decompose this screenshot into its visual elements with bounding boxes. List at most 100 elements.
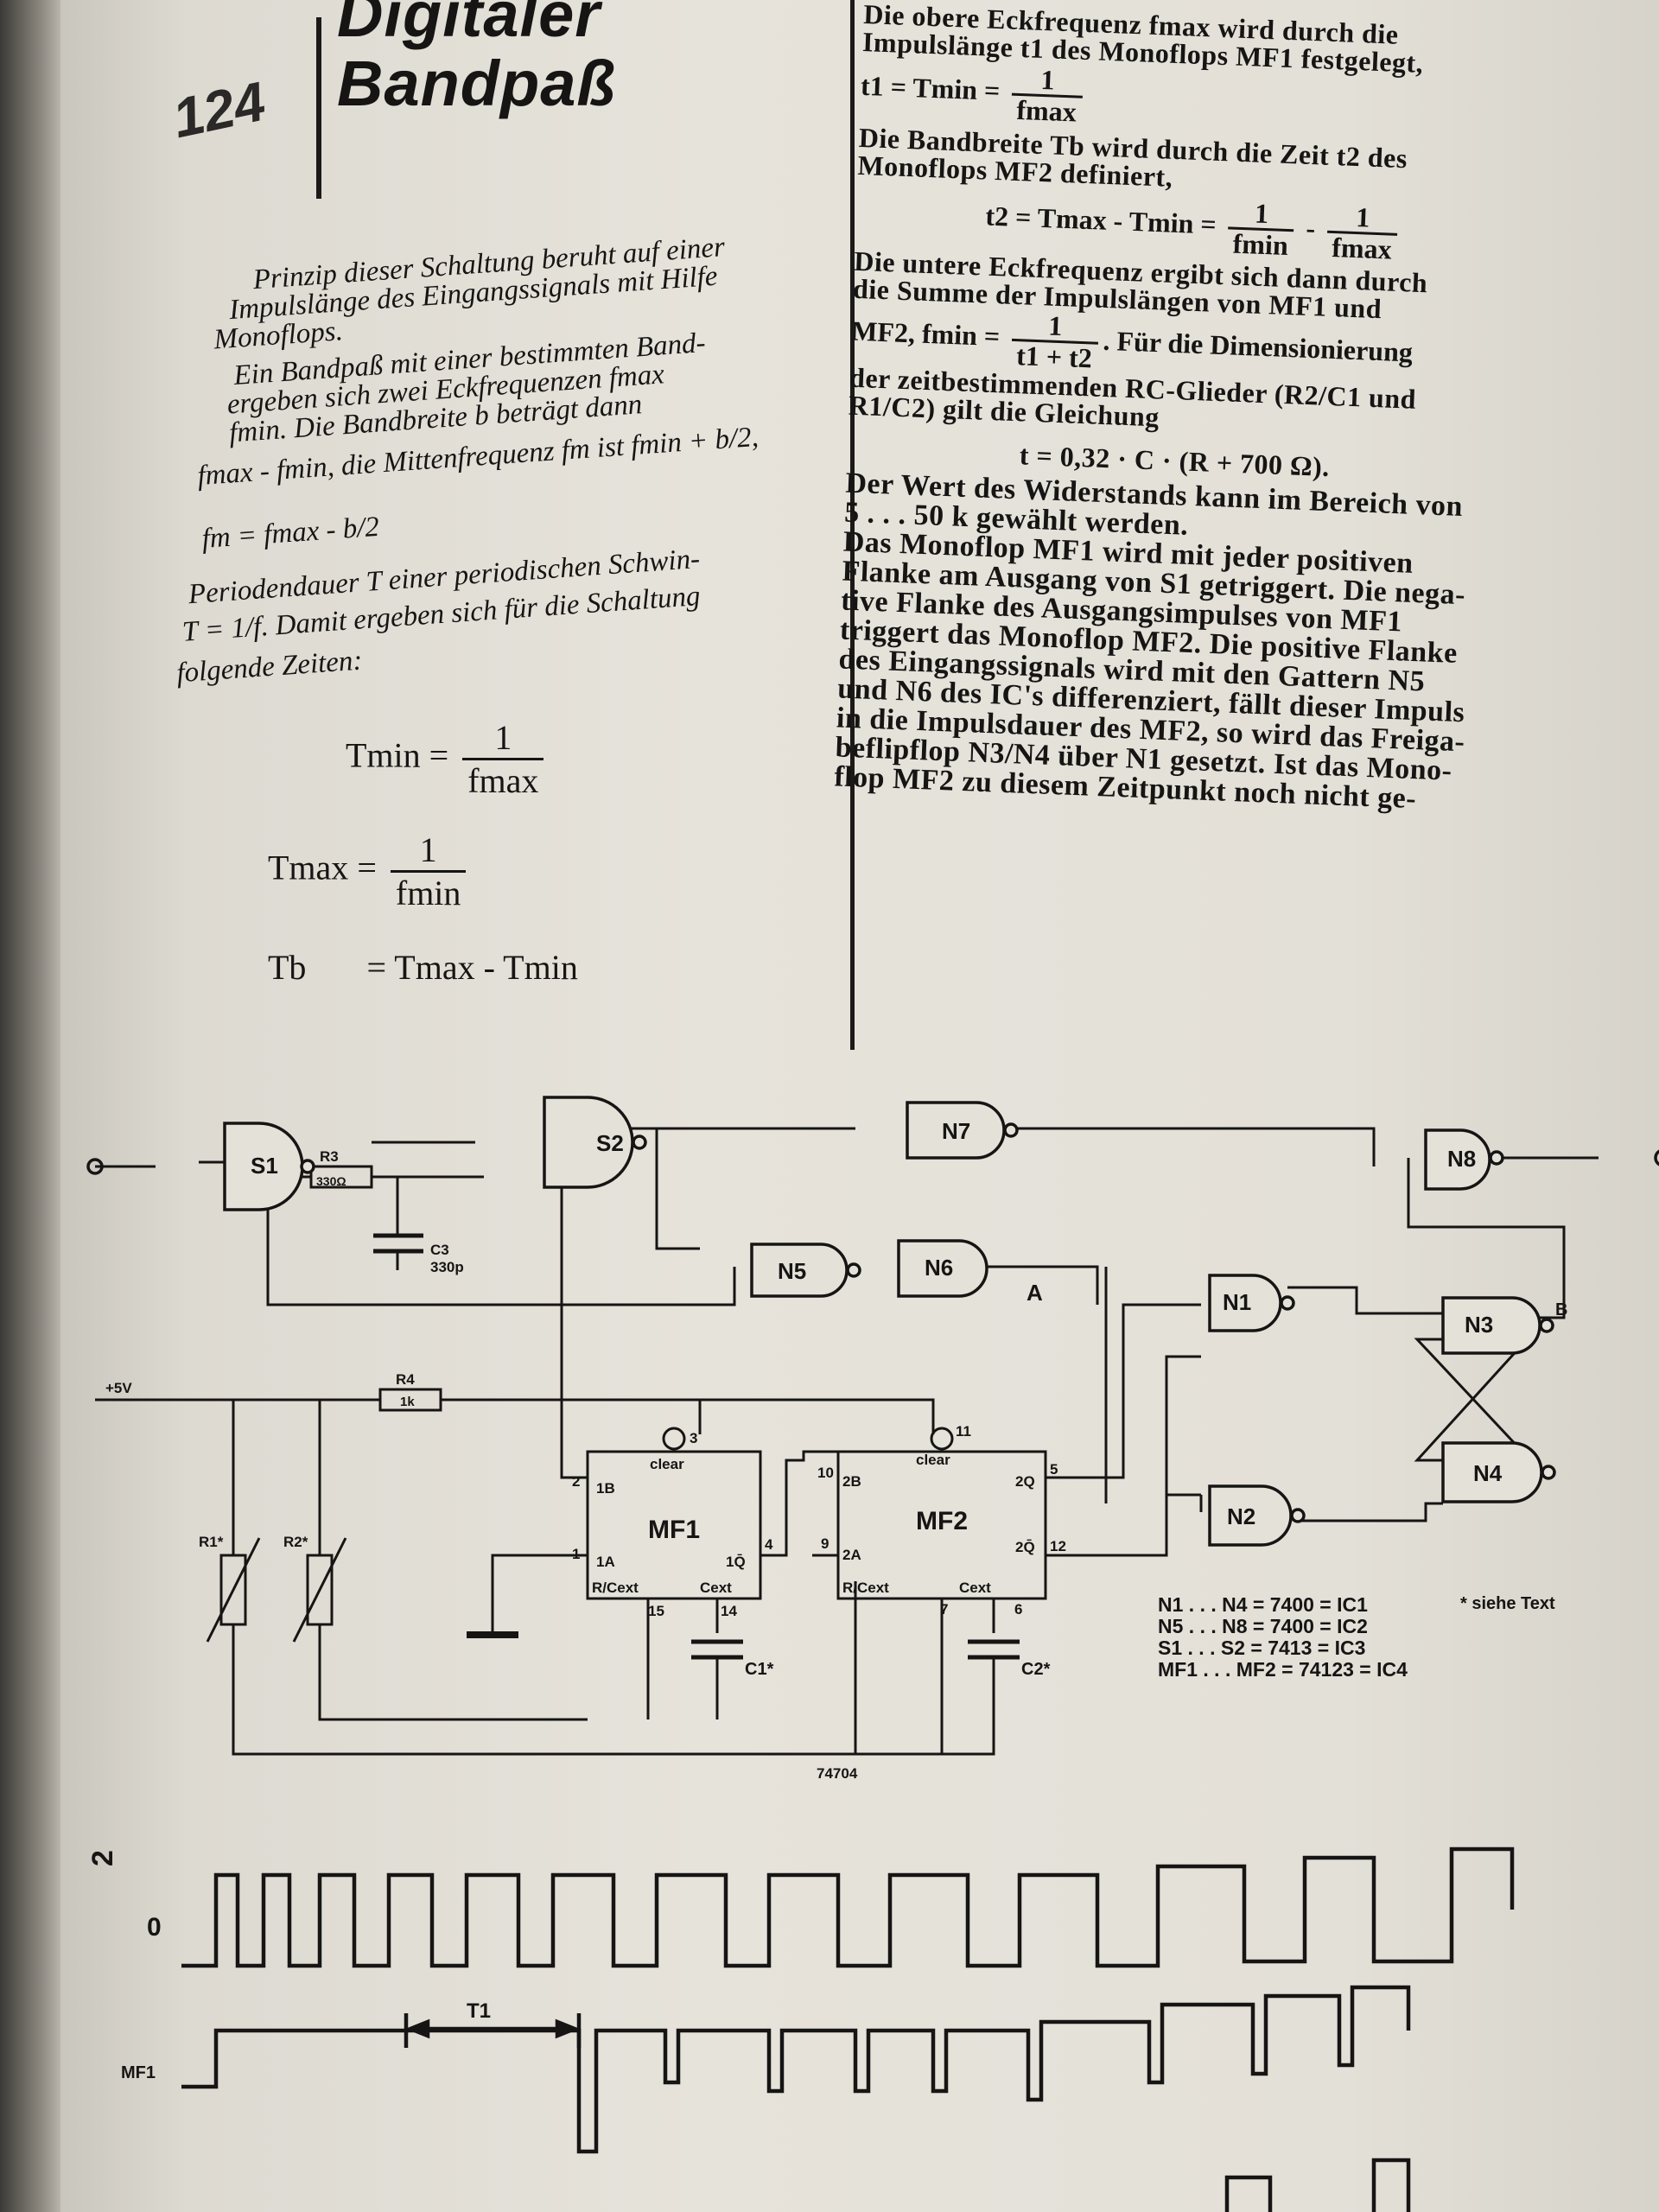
timing-diagram: 2 0 MF1 T1 <box>86 1847 1515 2212</box>
mf1-pin-1b: 1B <box>596 1480 615 1497</box>
label-r4-value: 1k <box>400 1395 415 1409</box>
label-c2: C2* <box>1021 1660 1051 1679</box>
mf2-p6: 6 <box>1014 1601 1022 1618</box>
timing-labels: 2 0 MF1 T1 <box>86 1850 491 2082</box>
mf2-pin-2a: 2A <box>842 1547 861 1563</box>
ic-list-note: * siehe Text <box>1460 1594 1555 1613</box>
label-n3: N3 <box>1465 1312 1493 1338</box>
mf1-pin-q: 1Q̄ <box>726 1554 746 1570</box>
mf1-clear: clear <box>650 1456 684 1472</box>
label-n5: N5 <box>778 1258 806 1284</box>
label-r3: R3 <box>320 1148 339 1165</box>
formula-tmin-label: Tmin <box>346 735 421 775</box>
formula-tb-rhs: = Tmax - Tmin <box>366 948 578 987</box>
label-r4: R4 <box>396 1371 415 1388</box>
mf1-waveform <box>181 1985 1411 2154</box>
label-n1: N1 <box>1223 1289 1251 1315</box>
label-node-b: B <box>1555 1300 1567 1319</box>
mf2-pin-2b: 2B <box>842 1473 861 1490</box>
mf2-pin-2qn: 2Q̄ <box>1015 1539 1035 1555</box>
mf1-pin-rc: R/Cext <box>592 1580 639 1596</box>
article-number: 124 <box>167 69 271 150</box>
mf1-p3: 3 <box>690 1430 697 1446</box>
ic-list-line: MF1 . . . MF2 = 74123 = IC4 <box>1158 1658 1408 1681</box>
label-c3-value: 330p <box>430 1259 464 1275</box>
mf1-p1: 1 <box>572 1546 580 1562</box>
label-node-a: A <box>1027 1280 1043 1306</box>
article-title-line2: Bandpaß <box>337 48 617 119</box>
mf2-p12: 12 <box>1050 1538 1066 1554</box>
left-column: Prinzip dieser Schaltung beruht auf eine… <box>114 223 901 690</box>
formula-tmax-label: Tmax <box>268 848 349 887</box>
title-rule <box>316 17 321 199</box>
label-s2: S2 <box>596 1130 624 1156</box>
output-terminal <box>1654 1149 1659 1166</box>
mf2-p7: 7 <box>940 1601 948 1618</box>
label-r3-value: 330Ω <box>316 1174 346 1188</box>
input-waveform <box>181 1847 1515 1968</box>
trace2-label: MF1 <box>121 2063 156 2082</box>
book-spine-shadow <box>0 0 60 2212</box>
mf2-pin-rc: R/Cext <box>842 1580 889 1596</box>
t1-dimension <box>404 2013 582 2048</box>
label-n8: N8 <box>1447 1146 1476 1172</box>
label-c3: C3 <box>430 1242 449 1258</box>
mf2-p5: 5 <box>1050 1461 1058 1478</box>
column-rule <box>850 0 855 1050</box>
pin-labels: clear 1B 1A 1Q̄ R/Cext Cext 2 1 3 4 15 1… <box>105 1148 1066 1782</box>
ic-list-line: N5 . . . N8 = 7400 = IC2 <box>1158 1615 1368 1637</box>
circuit-gates <box>86 1096 1659 1547</box>
figure-label: 2 <box>86 1850 119 1866</box>
label-r2: R2* <box>283 1534 308 1550</box>
right-column: Die obere Eckfrequenz fmax wird durch di… <box>834 0 1642 822</box>
formula-tb: Tb = Tmax - Tmin <box>268 947 578 988</box>
mf1-clear-pin <box>662 1427 686 1451</box>
gate-n6 <box>897 1239 988 1298</box>
label-mf2: MF2 <box>916 1507 968 1535</box>
label-s1: S1 <box>251 1153 278 1179</box>
mf2-clear-pin <box>930 1427 954 1451</box>
mf2-clear: clear <box>916 1452 950 1468</box>
resistor-r4 <box>378 1388 442 1412</box>
formula-tb-label: Tb <box>268 948 307 987</box>
ic-list-line: N1 . . . N4 = 7400 = IC1 <box>1158 1593 1368 1616</box>
label-n2: N2 <box>1227 1503 1255 1529</box>
label-n7: N7 <box>942 1118 970 1144</box>
label-n6: N6 <box>925 1255 953 1281</box>
label-r1: R1* <box>199 1534 224 1550</box>
mf2-p9: 9 <box>821 1535 829 1552</box>
circuit-diagram: S1 S2 N7 N8 N5 N6 N1 N3 N4 N2 A B MF1 MF… <box>86 1096 1659 1782</box>
book-page: 124 Digitaler Bandpaß Prinzip dieser Sch… <box>60 0 1659 2212</box>
monoflop-mf1 <box>586 1450 762 1600</box>
mf2-pin-2q: 2Q <box>1015 1473 1035 1490</box>
mf1-p2: 2 <box>572 1473 580 1490</box>
article-title-line1: Digitaler <box>337 0 601 50</box>
waveform-traces <box>181 1847 1515 2212</box>
label-mf1: MF1 <box>648 1516 700 1544</box>
title-block: Digitaler Bandpaß <box>337 0 683 119</box>
mf2-pin-c: Cext <box>959 1580 991 1596</box>
trace1-label: 0 <box>147 1913 162 1942</box>
figure-number: 74704 <box>817 1765 858 1782</box>
mf1-p14: 14 <box>721 1603 737 1619</box>
circuit-wiring <box>95 1127 1599 1756</box>
mf2-p10: 10 <box>817 1465 834 1481</box>
label-supply: +5V <box>105 1380 132 1396</box>
label-n4: N4 <box>1473 1460 1503 1486</box>
t1-label: T1 <box>467 1999 491 2023</box>
input-terminal <box>86 1158 104 1175</box>
gate-n8 <box>1424 1128 1491 1191</box>
mf1-pin-c: Cext <box>700 1580 732 1596</box>
mf1-p4: 4 <box>765 1536 773 1553</box>
label-c1: C1* <box>745 1660 774 1679</box>
ic-list-line: S1 . . . S2 = 7413 = IC3 <box>1158 1637 1365 1659</box>
circuit-labels: S1 S2 N7 N8 N5 N6 N1 N3 N4 N2 A B MF1 MF… <box>251 1118 1567 1544</box>
mf1-p15: 15 <box>648 1603 664 1619</box>
